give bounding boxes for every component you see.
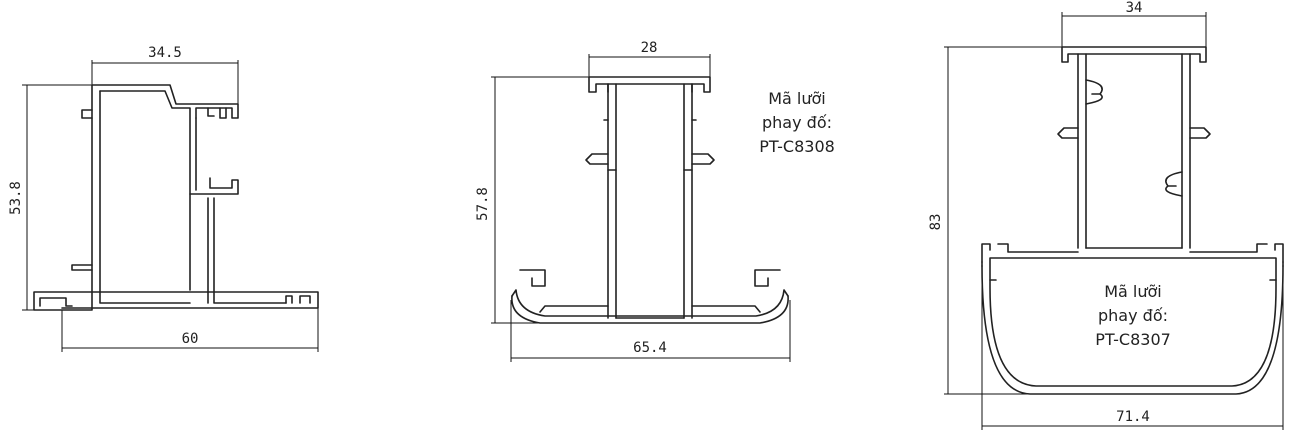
- profile-1-top-dim-label: 34.5: [148, 45, 182, 61]
- profile-3-bottom-dim-label: 71.4: [1116, 409, 1150, 425]
- profile-2-bottom-dimension: 65.4: [510, 300, 791, 362]
- profile-1: 34.5 53.8 60: [8, 45, 319, 352]
- profile-2-section: [511, 76, 789, 324]
- profile-3-side-dim-label: 83: [928, 214, 944, 231]
- profile-1-side-dim-label: 53.8: [8, 181, 24, 215]
- profile-2: 28 57.8 65.4 Mã: [475, 40, 835, 362]
- profile-2-side-dimension: 57.8: [475, 76, 589, 324]
- profile-3-top-dimension: 34: [1061, 0, 1207, 62]
- profile-2-note: Mã lưỡi phay đố: PT-C8308: [759, 89, 835, 156]
- profile-2-note-line-2: phay đố:: [762, 113, 832, 132]
- profile-1-bottom-dimension: 60: [61, 308, 319, 352]
- profile-1-side-dimension: 53.8: [8, 84, 92, 311]
- profile-1-bottom-dim-label: 60: [182, 331, 199, 347]
- profile-3-section: [981, 46, 1284, 395]
- profile-2-side-dim-label: 57.8: [475, 187, 491, 221]
- profile-1-top-dimension: 34.5: [91, 45, 239, 104]
- profile-3-note: Mã lưỡi phay đố: PT-C8307: [1095, 282, 1171, 349]
- profile-2-bottom-dim-label: 65.4: [633, 340, 667, 356]
- profile-3-note-line-3: PT-C8307: [1095, 330, 1171, 349]
- profile-3-note-line-1: Mã lưỡi: [1104, 282, 1162, 301]
- profile-2-note-line-1: Mã lưỡi: [768, 89, 826, 108]
- profile-3-top-dim-label: 34: [1126, 0, 1143, 16]
- profile-2-note-line-3: PT-C8308: [759, 137, 835, 156]
- profile-3: 34 83 71.4: [928, 0, 1284, 430]
- profile-1-section: [33, 84, 319, 311]
- profile-2-top-dim-label: 28: [641, 40, 658, 56]
- profile-3-note-line-2: phay đố:: [1098, 306, 1168, 325]
- profile-3-side-dimension: 83: [928, 46, 1062, 395]
